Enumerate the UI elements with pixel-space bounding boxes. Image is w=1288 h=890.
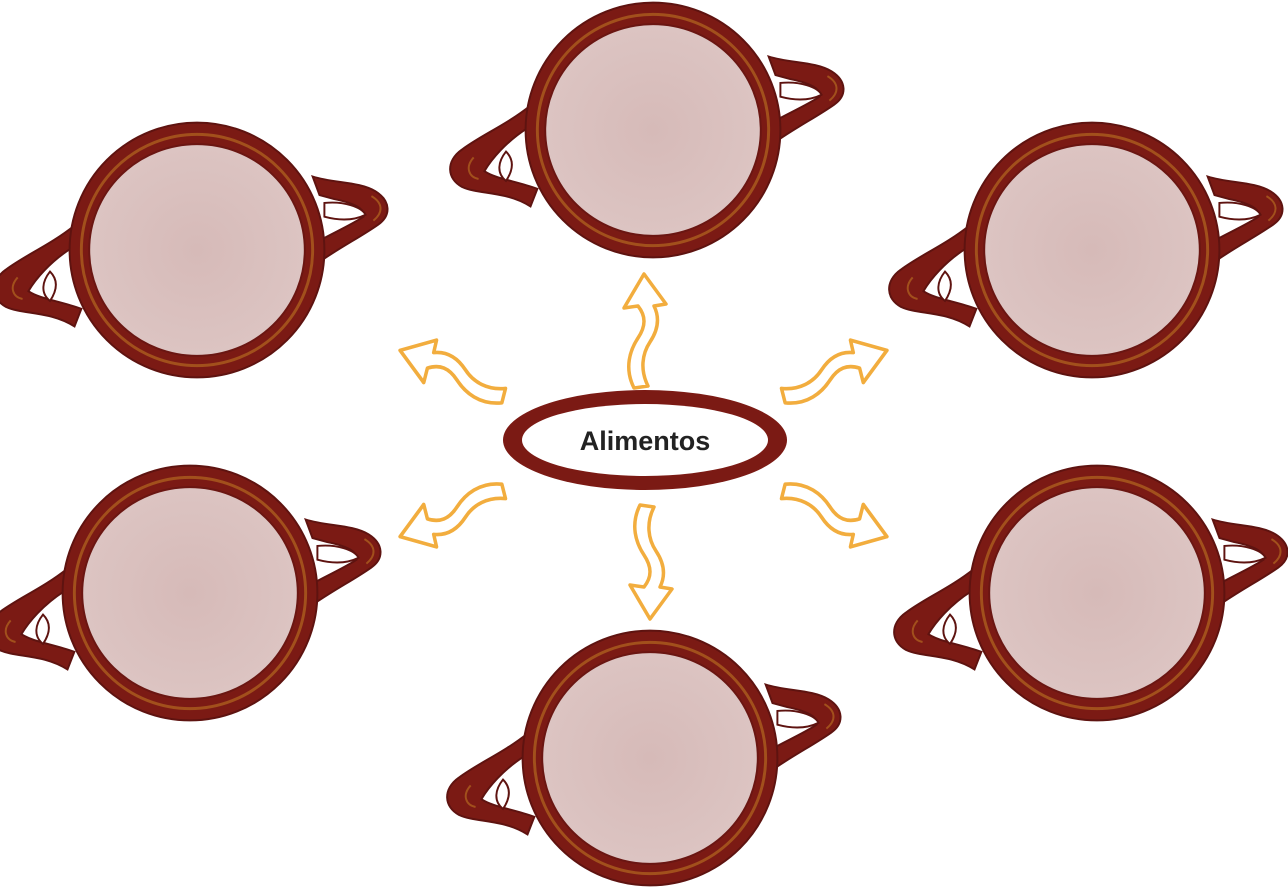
arrow-to-top-left xyxy=(390,327,517,415)
center-node: Alimentos xyxy=(503,390,787,490)
arrow-to-bottom-left xyxy=(390,472,517,560)
bowl-bottom xyxy=(445,629,842,887)
center-label: Alimentos xyxy=(580,426,711,456)
arrow-to-top xyxy=(622,272,668,390)
bowl-top-left xyxy=(0,121,389,379)
arrow-to-bottom xyxy=(628,503,674,621)
arrow-to-bottom-right xyxy=(770,472,897,560)
bowl-top xyxy=(448,1,845,259)
arrow-to-top-right xyxy=(770,327,897,415)
bowl-top-right xyxy=(887,121,1284,379)
bowl-bottom-left xyxy=(0,464,382,722)
bowl-bottom-right xyxy=(892,464,1288,722)
